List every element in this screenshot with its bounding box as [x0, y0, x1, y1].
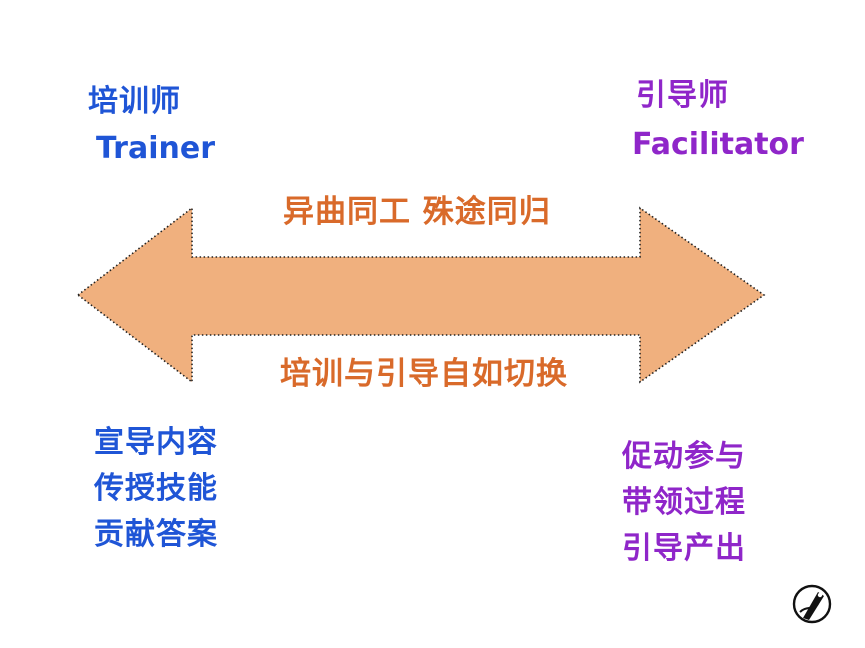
- right-points-list: 促动参与 带领过程 引导产出: [622, 434, 746, 572]
- right-point-item: 促动参与: [622, 439, 746, 474]
- left-role-title-en: Trainer: [96, 131, 215, 166]
- right-point-item: 引导产出: [622, 531, 746, 566]
- right-role-title-en: Facilitator: [632, 127, 804, 162]
- left-point-item: 传授技能: [94, 471, 218, 506]
- right-point-item: 带领过程: [622, 485, 746, 520]
- left-role-title-cn: 培训师: [88, 84, 181, 119]
- arrow-bottom-text: 培训与引导自如切换: [280, 356, 568, 392]
- left-point-item: 贡献答案: [94, 517, 218, 552]
- double-arrow-shape: [76, 206, 766, 384]
- right-role-title-cn: 引导师: [636, 78, 729, 113]
- pen-nib-icon: [792, 584, 832, 624]
- arrow-top-text: 异曲同工 殊途同归: [283, 194, 551, 230]
- left-point-item: 宣导内容: [94, 425, 218, 460]
- left-points-list: 宣导内容 传授技能 贡献答案: [94, 420, 218, 558]
